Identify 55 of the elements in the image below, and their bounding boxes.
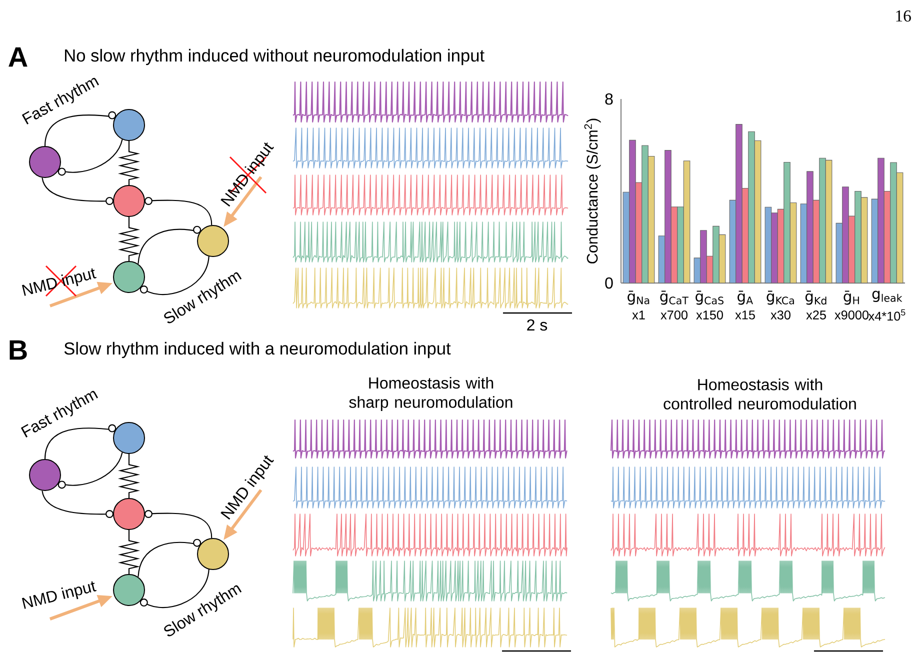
panel-letter: A	[8, 47, 28, 67]
column-heading: Homeostasis with controlled neuromodulation	[664, 378, 856, 410]
neuron-circle	[29, 146, 61, 178]
panel-letter: B	[10, 340, 27, 360]
neuron-circle	[197, 225, 229, 257]
scale-factor-label: x15	[735, 310, 755, 320]
neuron-circle	[113, 109, 145, 141]
curved-connector	[144, 197, 212, 226]
scale-factor-label: x150	[696, 310, 723, 320]
curved-connector	[58, 139, 123, 176]
resistor-symbol	[118, 141, 140, 185]
crossed-out-label: NMD input	[22, 265, 96, 297]
page-number: 16	[896, 10, 911, 22]
curved-connector	[58, 452, 123, 489]
resistor-symbol	[118, 530, 140, 574]
panel-title: Slow rhythm induced with a neuromodulation input	[64, 342, 451, 358]
panel-title: No slow rhythm induced without neuromodulation input	[65, 48, 484, 66]
scale-factor-label: x1	[632, 310, 645, 320]
y-axis-title: Conductance (S/cm$^{2}$)	[584, 118, 601, 264]
resistor-symbol	[118, 217, 140, 261]
curved-connector	[44, 424, 116, 460]
edge-label: NMD input	[22, 581, 96, 609]
x-tick-label: ḡ$_{H}$	[844, 290, 859, 305]
curved-connector	[42, 178, 114, 205]
x-tick-label: ḡ$_{KCa}$	[766, 290, 794, 305]
scale-factor-label: x25	[806, 310, 826, 320]
neuron-circle	[113, 185, 145, 217]
scale-factor-label: x30	[770, 310, 790, 320]
scale-factor-label: x700	[660, 310, 688, 320]
curved-connector	[144, 510, 212, 538]
x-tick-label: ḡ$_{CaS}$	[696, 290, 724, 305]
curved-connector	[140, 256, 210, 295]
neuron-circle	[197, 538, 229, 570]
resistor-symbol	[118, 454, 140, 498]
curved-connector	[44, 111, 116, 146]
x-tick-label: ḡ$_{Kd}$	[805, 290, 826, 305]
neuron-circle	[113, 498, 145, 530]
neuron-circle	[29, 459, 61, 491]
neuron-circle	[113, 261, 145, 293]
x-tick-label: g$_{leak}$	[872, 290, 902, 302]
scale-label: 2 s	[527, 319, 548, 331]
neuron-circle	[113, 574, 145, 606]
column-heading: Homeostasis with sharp neuromodulation	[349, 376, 512, 412]
neuron-circle	[113, 422, 145, 454]
scale-factor-label: x4*10$^{5}$	[868, 309, 906, 321]
scale-factor-label: x9000	[834, 310, 868, 320]
y-tick-label: 0	[605, 277, 613, 289]
curved-connector	[140, 569, 210, 608]
x-tick-label: ḡ$_{A}$	[738, 290, 754, 305]
curved-connector	[138, 538, 202, 577]
x-tick-label: ḡ$_{Na}$	[628, 290, 650, 305]
y-tick-label: 8	[605, 93, 613, 105]
curved-connector	[138, 226, 202, 264]
x-tick-label: ḡ$_{CaT}$	[660, 290, 688, 305]
curved-connector	[42, 490, 114, 518]
